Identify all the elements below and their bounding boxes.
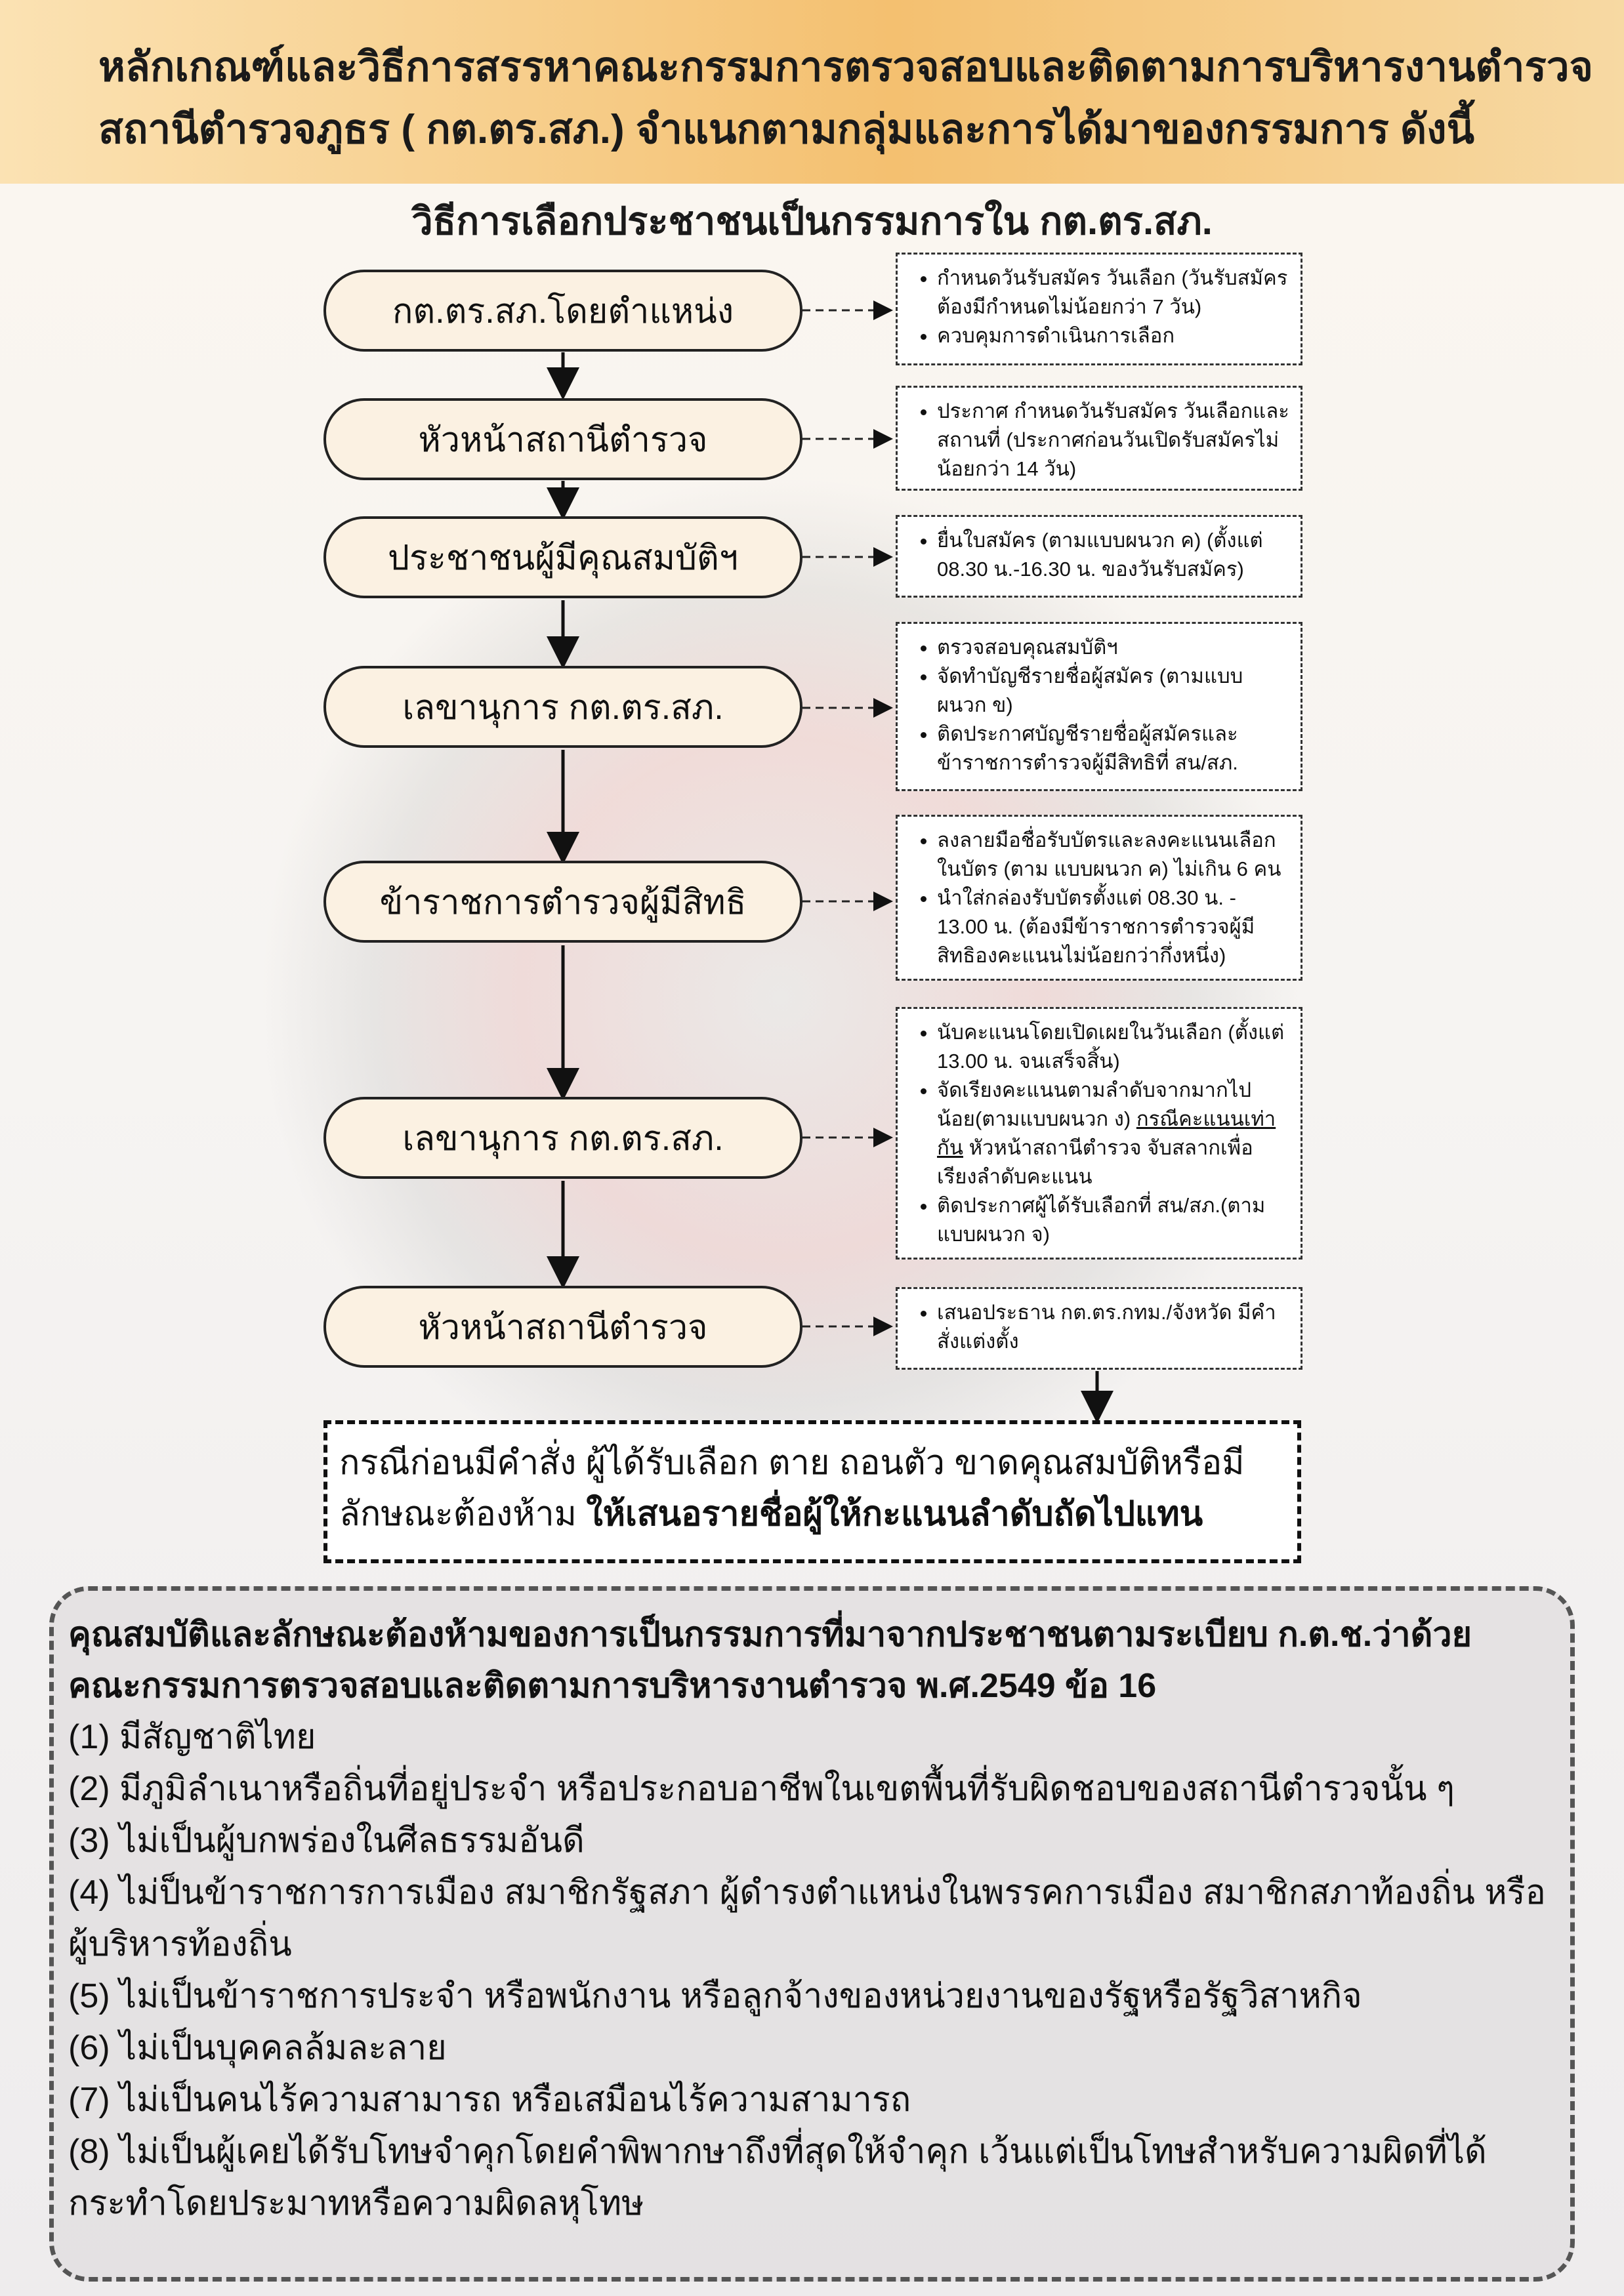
case-note-plain: ลักษณะต้องห้าม	[339, 1495, 587, 1533]
note-item: กำหนดวันรับสมัคร วันเลือก (วันรับสมัครต้…	[937, 264, 1290, 321]
qualification-item: (7) ไม่เป็นคนไร้ความสามารถ หรือเสมือนไร้…	[68, 2081, 911, 2119]
note-text: หัวหน้าสถานีตำรวจ จับสลากเพื่อเรียงลำดับ…	[937, 1136, 1253, 1188]
note-box-1: กำหนดวันรับสมัคร วันเลือก (วันรับสมัครต้…	[896, 253, 1302, 365]
qualifications-heading: คุณสมบัติและลักษณะต้องห้ามของการเป็นกรรม…	[68, 1609, 1557, 1712]
note-item: จัดทำบัญชีรายชื่อผู้สมัคร (ตามแบบผนวก ข)	[937, 662, 1290, 720]
qualifications-heading-line-1: คุณสมบัติและลักษณะต้องห้ามของการเป็นกรรม…	[68, 1616, 1472, 1654]
section-title: วิธีการเลือกประชาชนเป็นกรรมการใน กต.ตร.ส…	[411, 200, 1213, 243]
flow-step-2: หัวหน้าสถานีตำรวจ	[323, 398, 802, 480]
flow-step-3: ประชาชนผู้มีคุณสมบัติฯ	[323, 516, 802, 598]
page-title-line-2: สถานีตำรวจภูธร ( กต.ตร.สภ.) จำแนกตามกลุ่…	[98, 107, 1474, 152]
note-item: ยื่นใบสมัคร (ตามแบบผนวก ค) (ตั้งแต่ 08.3…	[937, 526, 1290, 584]
qualification-item: (1) มีสัญชาติไทย	[68, 1718, 316, 1756]
qualification-item: (8) ไม่เป็นผู้เคยได้รับโทษจำคุกโดยคำพิพา…	[68, 2133, 1487, 2223]
note-text: จัดเรียงคะแนนตามลำดับจากมากไปน้อย(ตามแบบ…	[937, 1078, 1252, 1130]
note-item: ลงลายมือชื่อรับบัตรและลงคะแนนเลือกในบัตร…	[937, 826, 1290, 884]
flow-step-5: ข้าราชการตำรวจผู้มีสิทธิ	[323, 861, 802, 943]
qualification-item: (6) ไม่เป็นบุคคลล้มละลาย	[68, 2029, 447, 2067]
flow-connectors	[547, 300, 1114, 1424]
note-item: ประกาศ กำหนดวันรับสมัคร วันเลือกและสถานท…	[937, 397, 1290, 483]
page-title: หลักเกณฑ์และวิธีการสรรหาคณะกรรมการตรวจสอ…	[98, 36, 1593, 161]
flow-step-4: เลขานุการ กต.ตร.สภ.	[323, 666, 802, 748]
qualification-item: (3) ไม่เป็นผู้บกพร่องในศีลธรรมอันดี	[68, 1822, 585, 1860]
note-item: นำใส่กล่องรับบัตรตั้งแต่ 08.30 น. - 13.0…	[937, 884, 1290, 970]
flow-step-6: เลขานุการ กต.ตร.สภ.	[323, 1097, 802, 1179]
header-band	[0, 0, 1624, 184]
note-underlined-text: กรณีคะแนนเท่ากัน	[937, 1107, 1276, 1159]
note-box-3: ยื่นใบสมัคร (ตามแบบผนวก ค) (ตั้งแต่ 08.3…	[896, 515, 1302, 598]
case-note-bold: ให้เสนอรายชื่อผู้ให้กะแนนลำดับถัดไปแทน	[586, 1495, 1203, 1533]
flow-step-1: กต.ตร.สภ.โดยตำแหน่ง	[323, 270, 802, 352]
note-item: นับคะแนนโดยเปิดเผยในวันเลือก (ตั้งแต่ 13…	[937, 1018, 1290, 1076]
flow-step-7: หัวหน้าสถานีตำรวจ	[323, 1286, 802, 1368]
note-item: เสนอประธาน กต.ตร.กทม./จังหวัด มีคำสั่งแต…	[937, 1298, 1290, 1356]
case-note-line-2: ลักษณะต้องห้าม ให้เสนอรายชื่อผู้ให้กะแนน…	[339, 1488, 1285, 1540]
note-box-5: ลงลายมือชื่อรับบัตรและลงคะแนนเลือกในบัตร…	[896, 815, 1302, 981]
qualifications-heading-line-2: คณะกรรมการตรวจสอบและติดตามการบริหารงานตำ…	[68, 1667, 1157, 1705]
case-note-box: กรณีก่อนมีคำสั่ง ผู้ได้รับเลือก ตาย ถอนต…	[323, 1420, 1301, 1563]
qualification-item: (4) ไม่ป็นข้าราชการการเมือง สมาชิกรัฐสภา…	[68, 1874, 1546, 1963]
note-box-4: ตรวจสอบคุณสมบัติฯ จัดทำบัญชีรายชื่อผู้สม…	[896, 622, 1302, 791]
note-box-6: นับคะแนนโดยเปิดเผยในวันเลือก (ตั้งแต่ 13…	[896, 1007, 1302, 1260]
note-item: ติดประกาศผู้ได้รับเลือกที่ สน/สภ.(ตามแบบ…	[937, 1191, 1290, 1249]
qualification-item: (5) ไม่เป็นข้าราชการประจำ หรือพนักงาน หร…	[68, 1977, 1362, 2015]
note-box-7: เสนอประธาน กต.ตร.กทม./จังหวัด มีคำสั่งแต…	[896, 1287, 1302, 1370]
note-item: ตรวจสอบคุณสมบัติฯ	[937, 633, 1290, 662]
note-item: ติดประกาศบัญชีรายชื่อผู้สมัครและข้าราชกา…	[937, 720, 1290, 777]
note-box-2: ประกาศ กำหนดวันรับสมัคร วันเลือกและสถานท…	[896, 386, 1302, 491]
note-item-ranking: จัดเรียงคะแนนตามลำดับจากมากไปน้อย(ตามแบบ…	[937, 1076, 1290, 1191]
case-note-line-1: กรณีก่อนมีคำสั่ง ผู้ได้รับเลือก ตาย ถอนต…	[339, 1444, 1245, 1482]
qualification-item: (2) มีภูมิลำเนาหรือถิ่นที่อยู่ประจำ หรือ…	[68, 1770, 1455, 1808]
qualifications-box: คุณสมบัติและลักษณะต้องห้ามของการเป็นกรรม…	[49, 1586, 1575, 2282]
page-title-line-1: หลักเกณฑ์และวิธีการสรรหาคณะกรรมการตรวจสอ…	[98, 45, 1593, 90]
note-item: ควบคุมการดำเนินการเลือก	[937, 321, 1290, 350]
